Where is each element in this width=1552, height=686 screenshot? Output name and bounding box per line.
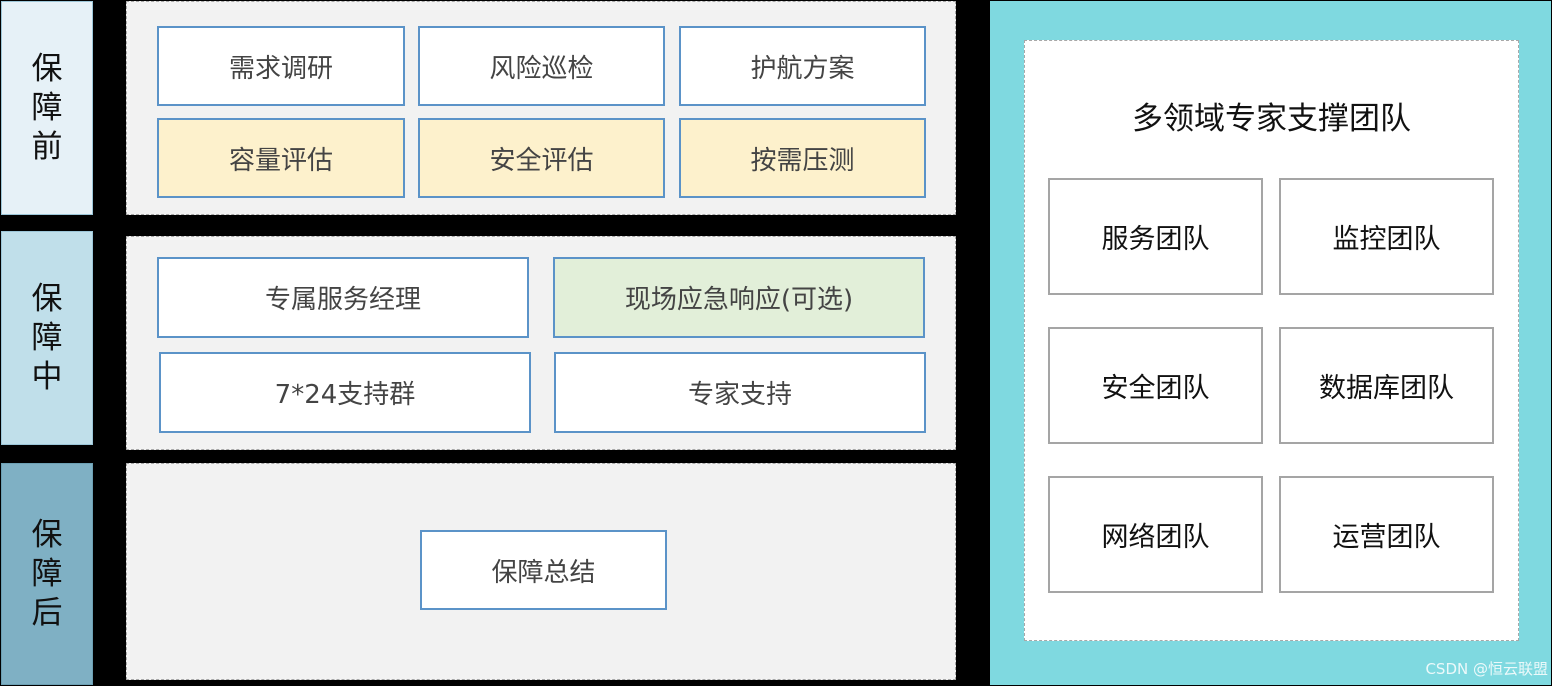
item-requirement-research: 需求调研 (157, 26, 405, 106)
item-dedicated-manager: 专属服务经理 (157, 257, 529, 338)
team-security: 安全团队 (1048, 327, 1263, 444)
team-title: 多领域专家支撑团队 (1132, 100, 1411, 137)
item-expert-support: 专家支持 (554, 352, 926, 433)
stage-char: 前 (31, 128, 63, 165)
stage-char: 障 (31, 89, 63, 126)
item-on-demand-stress-test: 按需压测 (679, 118, 926, 198)
item-risk-inspection: 风险巡检 (418, 26, 665, 106)
stage-label-before: 保 障 前 (1, 1, 93, 215)
stage-char: 障 (31, 555, 63, 592)
team-operations: 运营团队 (1279, 476, 1494, 593)
team-service: 服务团队 (1048, 178, 1263, 295)
item-escort-plan: 护航方案 (679, 26, 926, 106)
item-security-assessment: 安全评估 (418, 118, 665, 198)
stage-label-during: 保 障 中 (1, 231, 93, 445)
team-database: 数据库团队 (1279, 327, 1494, 444)
item-onsite-emergency-response: 现场应急响应(可选) (553, 257, 925, 338)
stage-char: 障 (31, 319, 63, 356)
stage-char: 保 (31, 280, 63, 317)
item-summary: 保障总结 (420, 530, 667, 610)
stage-char: 保 (31, 516, 63, 553)
item-capacity-assessment: 容量评估 (157, 118, 405, 198)
stage-char: 中 (31, 358, 63, 395)
watermark: CSDN @恒云联盟 (1425, 659, 1548, 678)
stage-label-after: 保 障 后 (1, 463, 93, 685)
stage-char: 保 (31, 50, 63, 87)
team-network: 网络团队 (1048, 476, 1263, 593)
stage-char: 后 (31, 594, 63, 631)
team-monitoring: 监控团队 (1279, 178, 1494, 295)
item-support-group: 7*24支持群 (159, 352, 531, 433)
